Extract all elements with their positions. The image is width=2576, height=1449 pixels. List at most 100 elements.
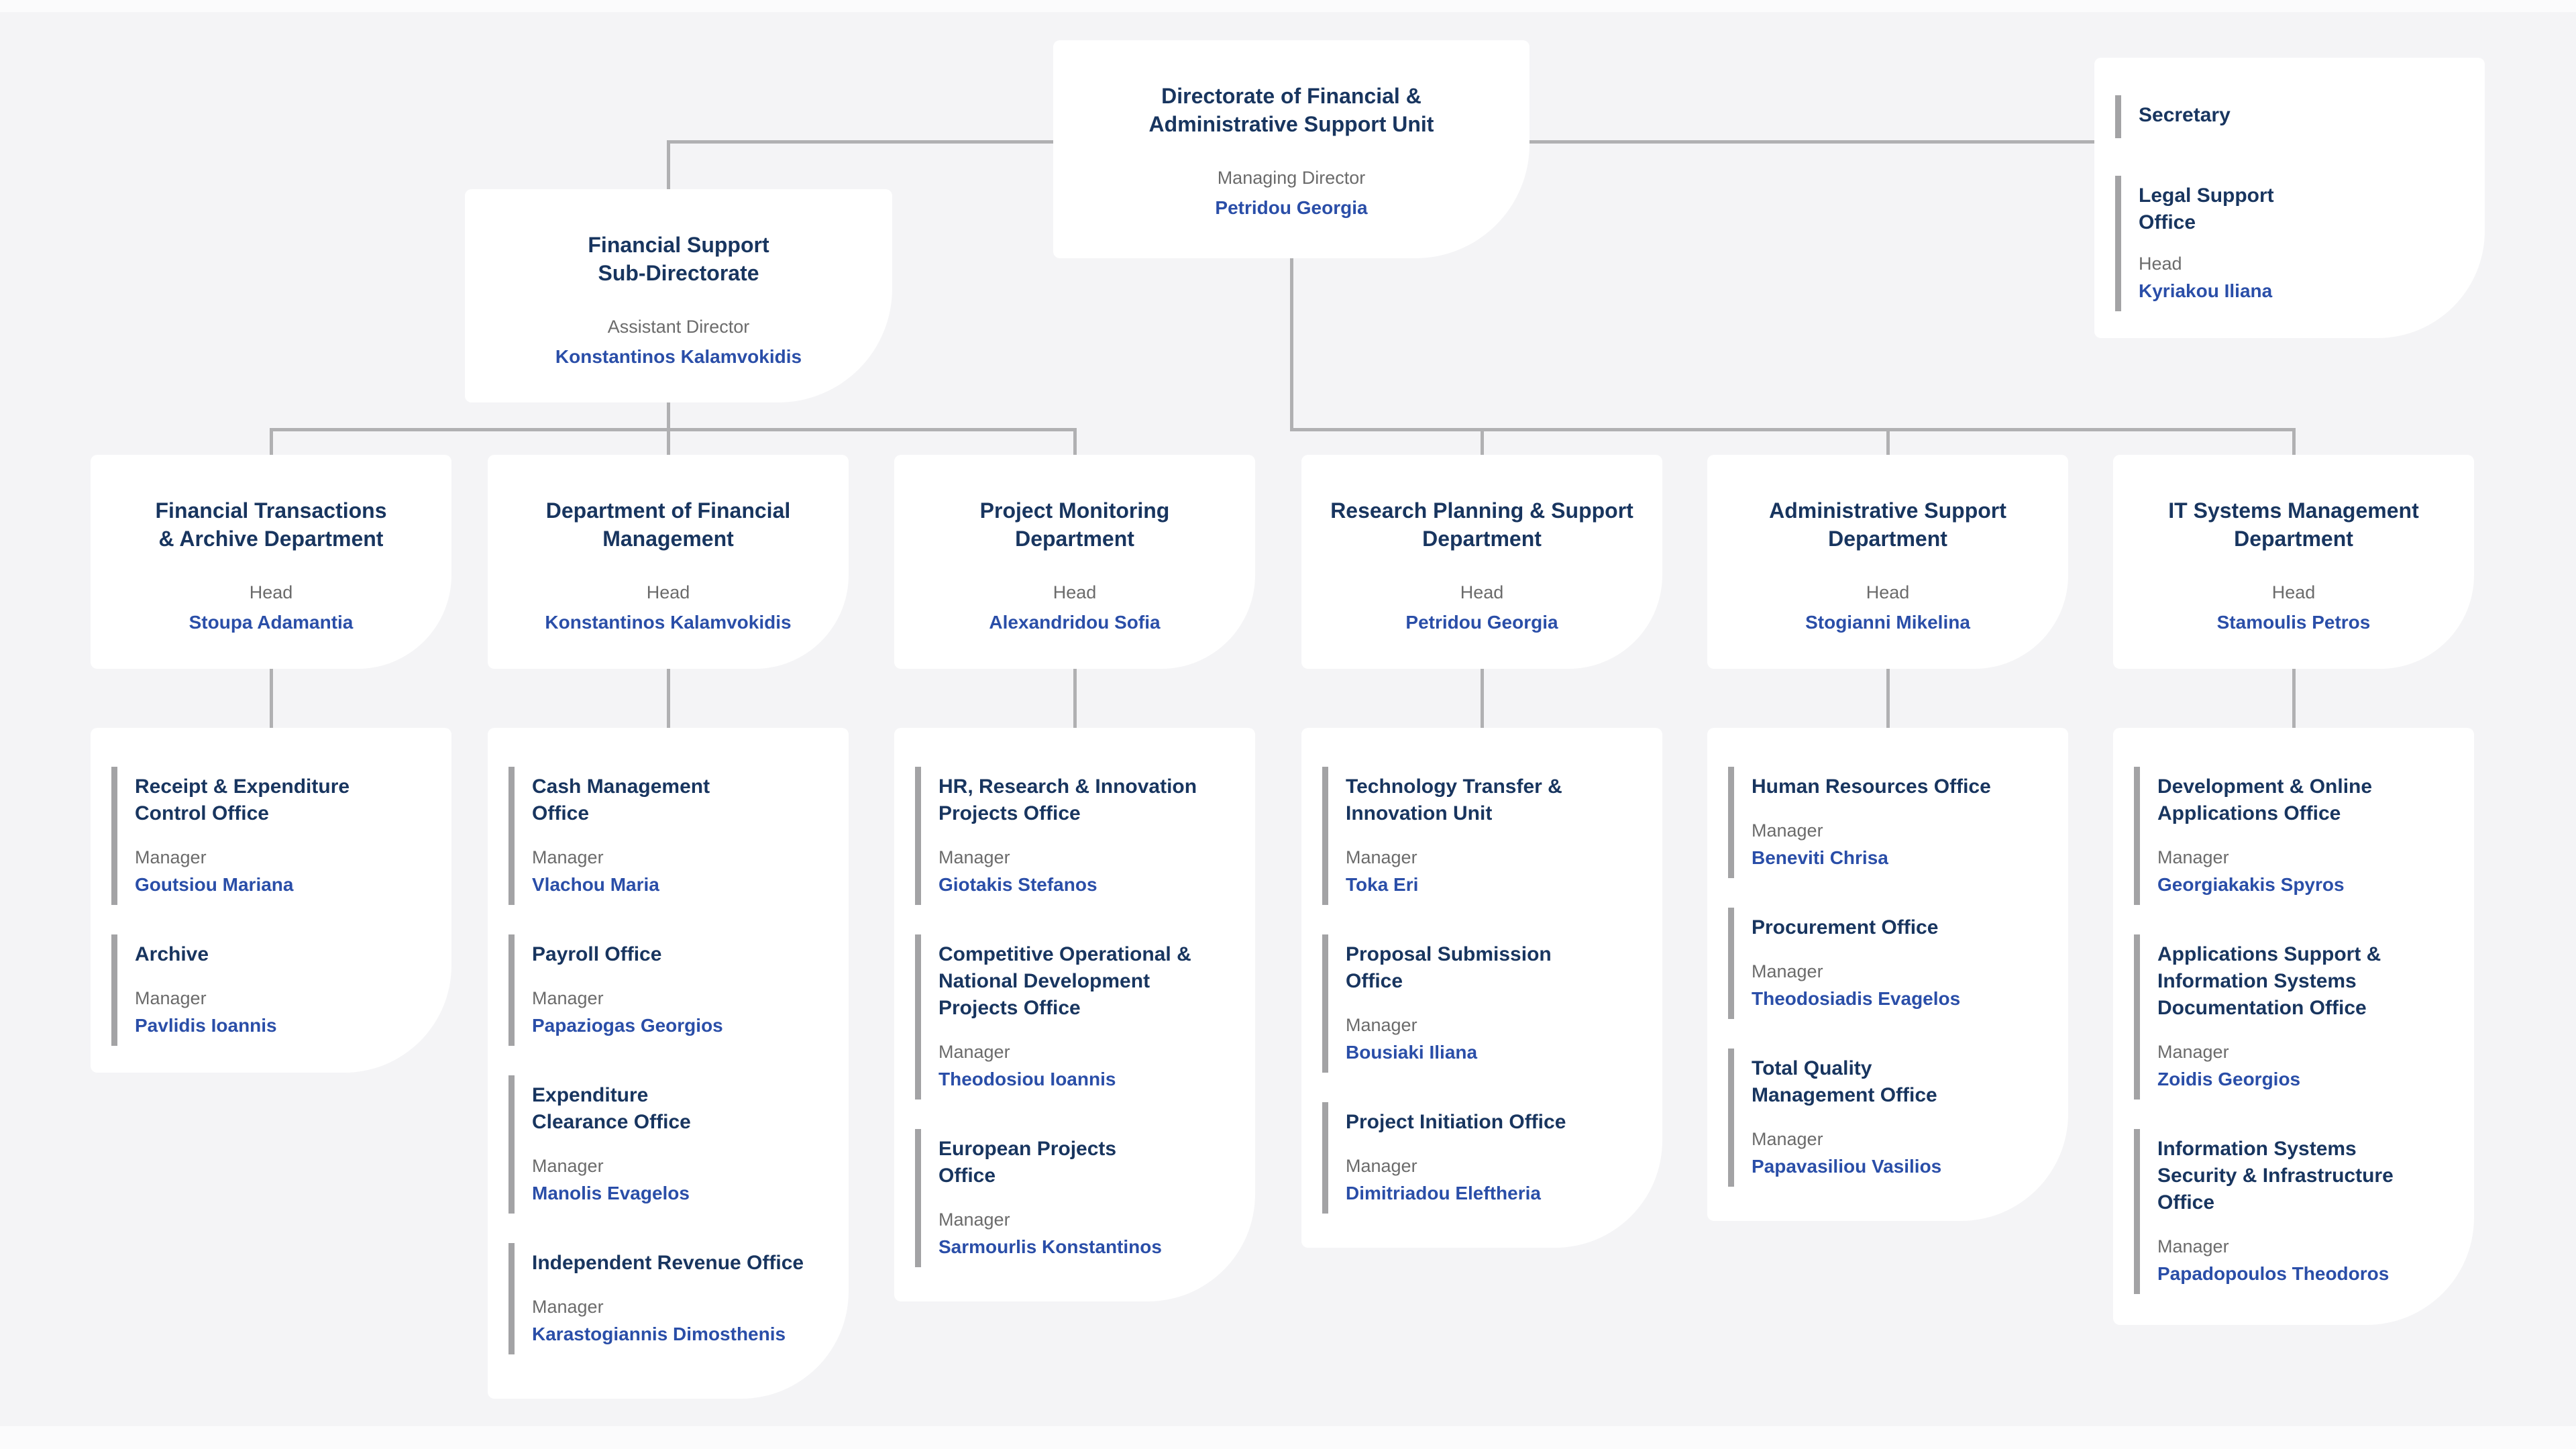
office-entry: Information Systems Security & Infrastru…	[2134, 1129, 2458, 1294]
connector-line	[1481, 428, 1484, 456]
root-title: Directorate of Financial & Administrativ…	[1148, 84, 1434, 136]
person-name: Kyriakou Iliana	[2139, 280, 2273, 301]
department-node-administrative-support: Administrative Support Department Head S…	[1707, 455, 2068, 669]
office-entry: Receipt & Expenditure Control Office Man…	[111, 767, 435, 905]
root-node: Directorate of Financial & Administrativ…	[1053, 40, 1529, 258]
role-label: Manager	[135, 847, 207, 867]
person-name: Georgiakakis Spyros	[2157, 874, 2345, 895]
person-name: Giotakis Stefanos	[938, 874, 1097, 895]
office-entry: Applications Support & Information Syste…	[2134, 934, 2458, 1099]
department-title: Financial Transactions & Archive Departm…	[155, 498, 387, 551]
secretary-title: Secretary	[2139, 104, 2231, 126]
role-label: Head	[2271, 582, 2316, 602]
department-title: IT Systems Management Department	[2168, 498, 2419, 551]
connector-line	[1073, 428, 1077, 456]
office-title: Legal Support Office	[2139, 184, 2274, 233]
office-entry: Human Resources Office Manager Beneviti …	[1728, 767, 2052, 878]
office-entry: Procurement Office Manager Theodosiadis …	[1728, 908, 2052, 1019]
role-label: Assistant Director	[607, 317, 750, 337]
office-title: Receipt & Expenditure Control Office	[135, 775, 350, 824]
role-label: Head	[1866, 582, 1910, 602]
role-label: Head	[1460, 582, 1504, 602]
role-label: Manager	[1752, 1129, 1823, 1149]
role-label: Head	[2139, 254, 2182, 274]
connector-line	[270, 428, 1075, 431]
office-entry: Competitive Operational & National Devel…	[915, 934, 1239, 1099]
department-node-research-planning: Research Planning & Support Department H…	[1301, 455, 1662, 669]
offices-card-project-monitoring: HR, Research & Innovation Projects Offic…	[894, 728, 1255, 1301]
person-name: Goutsiou Mariana	[135, 874, 294, 895]
office-title: Applications Support & Information Syste…	[2157, 943, 2381, 1019]
office-title: Cash Management Office	[532, 775, 710, 824]
person-name: Alexandridou Sofia	[989, 612, 1161, 633]
role-label: Manager	[938, 1042, 1010, 1062]
role-label: Manager	[1752, 820, 1823, 841]
office-title: Proposal Submission Office	[1346, 943, 1552, 992]
role-label: Manager	[1346, 847, 1417, 867]
office-title: Independent Revenue Office	[532, 1252, 804, 1274]
office-entry: Archive Manager Pavlidis Ioannis	[111, 934, 435, 1046]
person-name: Theodosiadis Evagelos	[1752, 988, 1961, 1009]
sub-directorate-node: Financial Support Sub-Directorate Assist…	[465, 189, 892, 402]
person-name: Zoidis Georgios	[2157, 1069, 2301, 1089]
person-name: Dimitriadou Eleftheria	[1346, 1183, 1541, 1203]
connector-line	[667, 669, 670, 729]
sub-directorate-title: Financial Support Sub-Directorate	[588, 233, 769, 285]
role-label: Manager	[135, 988, 207, 1008]
offices-card-administrative-support: Human Resources Office Manager Beneviti …	[1707, 728, 2068, 1221]
offices-card-financial-transactions: Receipt & Expenditure Control Office Man…	[91, 728, 451, 1073]
person-name: Konstantinos Kalamvokidis	[545, 612, 792, 633]
office-entry: Cash Management Office Manager Vlachou M…	[508, 767, 833, 905]
office-entry: Technology Transfer & Innovation Unit Ma…	[1322, 767, 1646, 905]
office-entry: Development & Online Applications Office…	[2134, 767, 2458, 905]
role-label: Manager	[532, 1297, 604, 1317]
person-name: Toka Eri	[1346, 874, 1419, 895]
office-title: Archive	[135, 943, 209, 965]
department-title: Administrative Support Department	[1769, 498, 2006, 551]
role-label: Manager	[1346, 1156, 1417, 1176]
department-title: Department of Financial Management	[545, 498, 791, 551]
office-title: Procurement Office	[1752, 916, 1939, 938]
role-label: Manager	[1752, 961, 1823, 981]
person-name: Stamoulis Petros	[2216, 612, 2371, 633]
office-title: Human Resources Office	[1752, 775, 1991, 798]
office-entry: Proposal Submission Office Manager Bousi…	[1322, 934, 1646, 1073]
connector-line	[1886, 428, 1890, 456]
person-name: Pavlidis Ioannis	[135, 1015, 277, 1036]
office-title: Development & Online Applications Office	[2157, 775, 2373, 824]
office-entry: Project Initiation Office Manager Dimitr…	[1322, 1102, 1646, 1214]
person-name: Manolis Evagelos	[532, 1183, 690, 1203]
person-name: Petridou Georgia	[1405, 612, 1558, 633]
role-label: Manager	[2157, 1236, 2229, 1256]
root-person-name: Petridou Georgia	[1215, 197, 1368, 218]
office-title: HR, Research & Innovation Projects Offic…	[938, 775, 1197, 824]
connector-line	[1886, 669, 1890, 729]
office-title: Payroll Office	[532, 943, 662, 965]
role-label: Manager	[2157, 847, 2229, 867]
connector-line	[1073, 669, 1077, 729]
person-name: Papadopoulos Theodoros	[2157, 1263, 2390, 1284]
office-entry: European Projects Office Manager Sarmour…	[915, 1129, 1239, 1267]
role-label: Head	[1053, 582, 1097, 602]
department-node-it-systems: IT Systems Management Department Head St…	[2113, 455, 2474, 669]
page-margin-bottom	[0, 1426, 2576, 1449]
office-title: Technology Transfer & Innovation Unit	[1346, 775, 1562, 824]
office-title: Total Quality Management Office	[1752, 1057, 1937, 1106]
connector-line	[1481, 669, 1484, 729]
legal-support-office-entry: Legal Support Office Head Kyriakou Ilian…	[2115, 176, 2469, 311]
department-node-financial-management: Department of Financial Management Head …	[488, 455, 849, 669]
department-node-project-monitoring: Project Monitoring Department Head Alexa…	[894, 455, 1255, 669]
role-label: Head	[249, 582, 293, 602]
office-title: Competitive Operational & National Devel…	[938, 943, 1191, 1019]
person-name: Bousiaki Iliana	[1346, 1042, 1478, 1063]
connector-line	[1290, 428, 2296, 431]
connector-line	[1529, 140, 2094, 144]
person-name: Stoupa Adamantia	[189, 612, 354, 633]
connector-line	[2292, 428, 2296, 456]
office-entry: Payroll Office Manager Papaziogas Georgi…	[508, 934, 833, 1046]
role-label: Manager	[532, 1156, 604, 1176]
office-title: Expenditure Clearance Office	[532, 1084, 691, 1133]
department-title: Project Monitoring Department	[979, 498, 1170, 551]
root-role-label: Managing Director	[1217, 168, 1366, 188]
